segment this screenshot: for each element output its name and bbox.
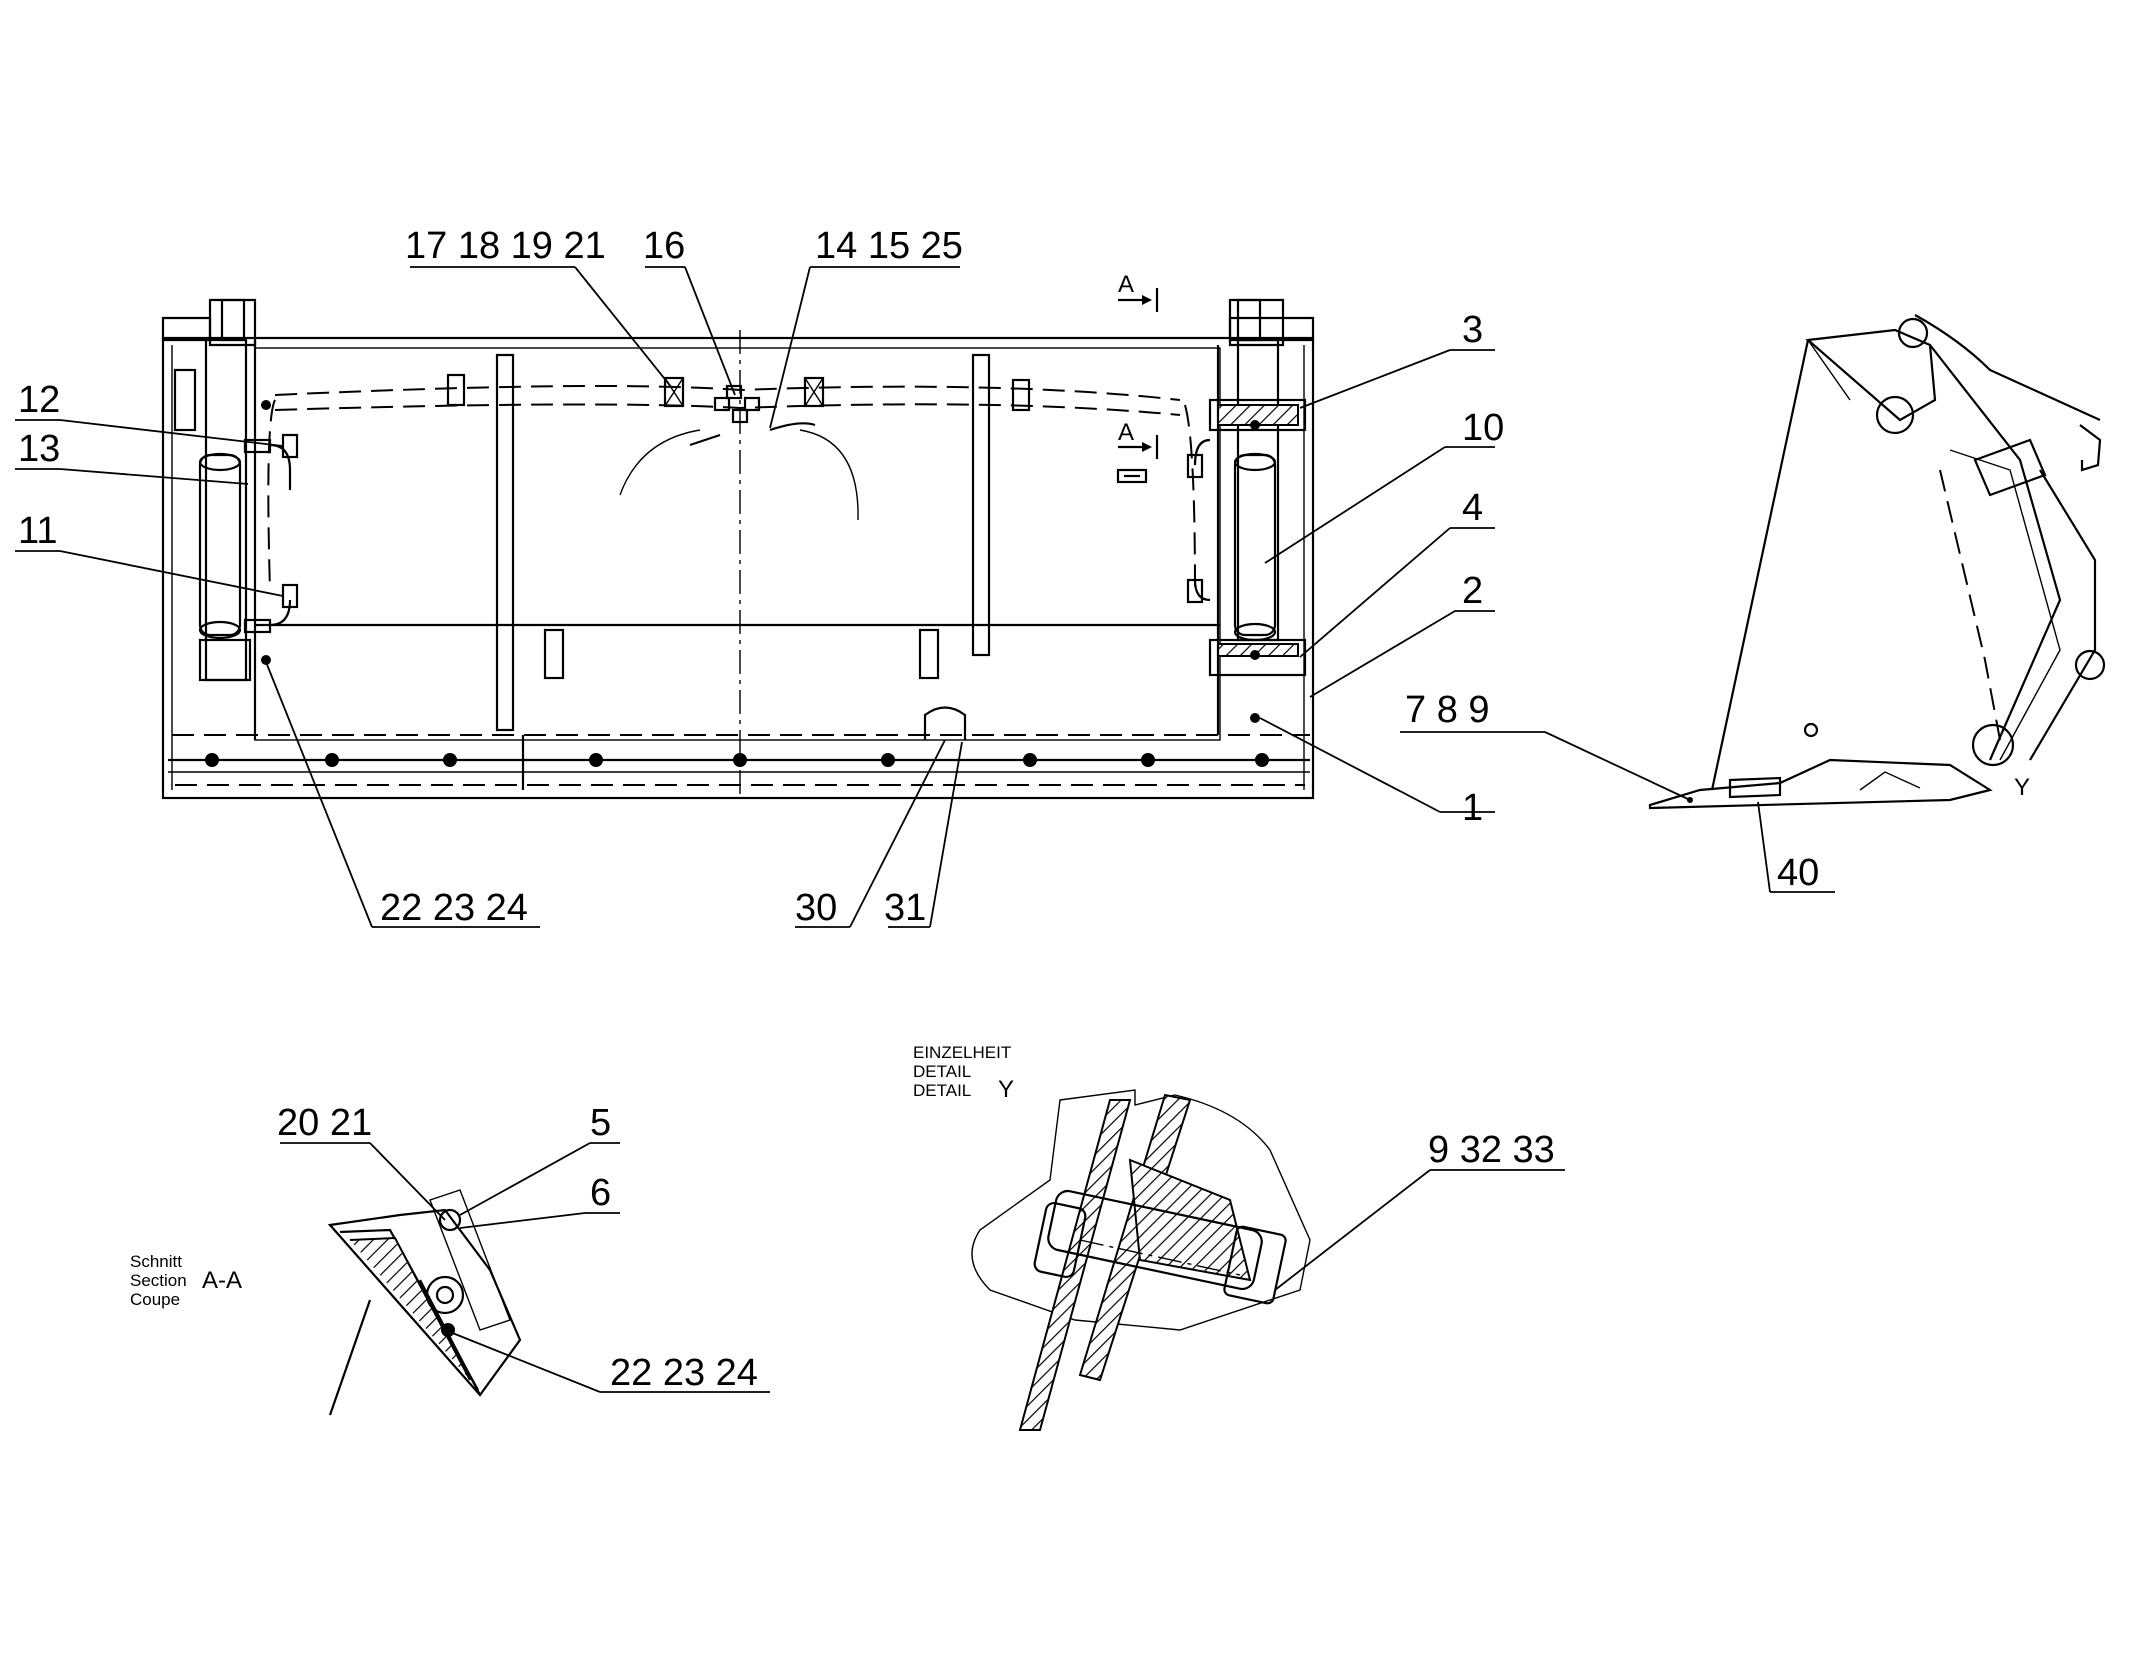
callout-6: 6 bbox=[590, 1172, 611, 1214]
nameplate bbox=[1116, 468, 1148, 484]
callout-14-15-25: 14 15 25 bbox=[815, 225, 963, 267]
detail-title-line3: DETAIL bbox=[913, 1081, 971, 1100]
hydraulic-pipes bbox=[267, 385, 1196, 591]
section-title-line2: Section bbox=[130, 1271, 187, 1290]
section-marker-lower: A bbox=[1118, 419, 1159, 459]
section-a-a-view: Schnitt Section Coupe A-A bbox=[130, 1189, 522, 1416]
section-a-lower: A bbox=[1118, 419, 1134, 446]
right-cylinder-assembly bbox=[1186, 298, 1315, 735]
callout-20-21: 20 21 bbox=[277, 1102, 372, 1144]
callout-13: 13 bbox=[18, 428, 60, 470]
callout-16: 16 bbox=[643, 225, 685, 267]
callout-31: 31 bbox=[884, 887, 926, 929]
callout-7-8-9: 7 8 9 bbox=[1405, 689, 1490, 731]
callout-1: 1 bbox=[1462, 787, 1483, 829]
callout-30: 30 bbox=[795, 887, 837, 929]
bucket-back-line bbox=[1710, 339, 1810, 791]
callout-3: 3 bbox=[1462, 309, 1483, 351]
front-view: A A bbox=[161, 271, 1315, 800]
callout-22-23-24-section: 22 23 24 bbox=[610, 1352, 758, 1394]
detail-contour bbox=[971, 1089, 1311, 1331]
section-title-name: A-A bbox=[202, 1267, 242, 1294]
right-cylinder bbox=[1233, 453, 1277, 637]
detail-y-view: EINZELHEIT DETAIL DETAIL Y bbox=[913, 1043, 1311, 1431]
callout-11: 11 bbox=[18, 510, 57, 552]
section-title-line3: Coupe bbox=[130, 1290, 180, 1309]
left-cylinder-assembly bbox=[161, 298, 299, 740]
side-view: Y bbox=[1648, 314, 2106, 810]
callout-labels: 17 18 19 21 16 14 15 25 3 10 4 2 7 8 9 1… bbox=[18, 225, 1819, 1394]
detail-title-name: Y bbox=[998, 1076, 1014, 1103]
leader-lines bbox=[15, 266, 1835, 1393]
y-mark: Y bbox=[2014, 774, 2030, 801]
section-title-line1: Schnitt bbox=[130, 1252, 182, 1271]
detail-title-line1: EINZELHEIT bbox=[913, 1043, 1011, 1062]
callout-40: 40 bbox=[1777, 852, 1819, 894]
callout-9-32-33: 9 32 33 bbox=[1428, 1129, 1555, 1171]
detail-title-line2: DETAIL bbox=[913, 1062, 971, 1081]
callout-17-18-19-21: 17 18 19 21 bbox=[405, 225, 606, 267]
callout-4: 4 bbox=[1462, 487, 1483, 529]
pipe-clamps bbox=[446, 373, 1031, 424]
vertical-ribs bbox=[495, 353, 991, 732]
item-30-plate bbox=[923, 706, 967, 740]
callout-22-23-24-front: 22 23 24 bbox=[380, 887, 528, 929]
bolt-body bbox=[1047, 1189, 1263, 1291]
callout-5: 5 bbox=[590, 1102, 611, 1144]
callout-10: 10 bbox=[1462, 407, 1504, 449]
callout-12: 12 bbox=[18, 379, 60, 421]
section-a-upper: A bbox=[1118, 271, 1134, 298]
cutting-edge-bolts bbox=[205, 420, 1269, 767]
side-cutting-edge bbox=[1648, 758, 1993, 810]
section-marker-upper: A bbox=[1118, 271, 1159, 312]
callout-2: 2 bbox=[1462, 570, 1483, 612]
bucket-outline bbox=[161, 336, 1315, 800]
